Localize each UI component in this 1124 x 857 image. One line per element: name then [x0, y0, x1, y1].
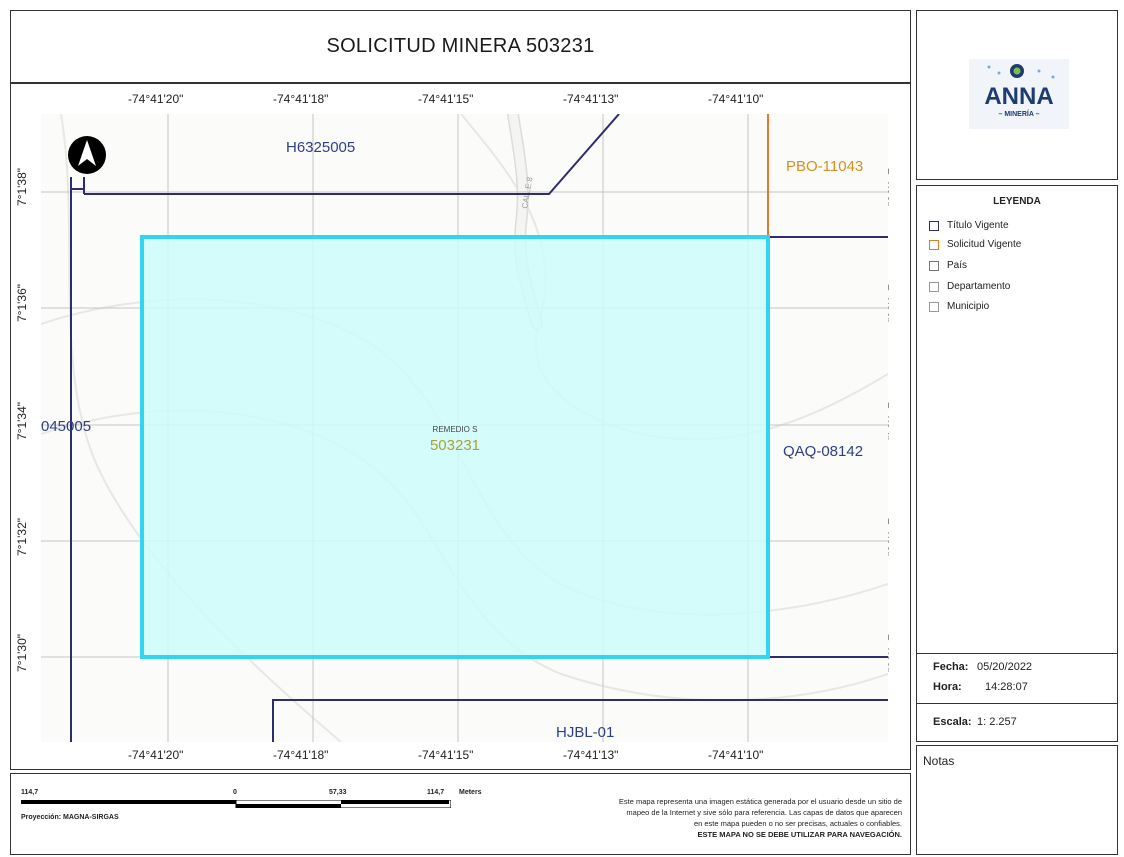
scale-zero-label: 0	[233, 789, 237, 796]
legend-box: LEYENDA Título Vigente Solicitud Vigente…	[916, 185, 1118, 742]
coord-left-1: 7°1'38"	[15, 167, 30, 207]
escala-label: Escala:	[933, 716, 972, 728]
hora-value: 14:28:07	[985, 681, 1028, 693]
coord-bottom-2: -74°41'18"	[273, 748, 329, 762]
disclaimer-line-3: en este mapa pueden o no ser precisas, a…	[693, 819, 902, 828]
disclaimer-line-2: mapeo de la Internet y sive sólo para re…	[626, 808, 902, 817]
coord-top-3: -74°41'15"	[418, 92, 474, 106]
legend-item-municipio: Municipio	[929, 301, 989, 312]
legend-label: Título Vigente	[947, 220, 1009, 231]
coord-bottom-5: -74°41'10"	[708, 748, 764, 762]
coord-left-2: 7°1'36"	[15, 283, 30, 323]
notes-label: Notas	[923, 754, 955, 768]
hora-row: Hora: 14:28:07	[933, 681, 1028, 693]
legend-swatch	[929, 239, 939, 250]
label-qaq-08142: QAQ-08142	[783, 443, 863, 460]
legend-item-solicitud-vigente: Solicitud Vigente	[929, 239, 1021, 250]
label-pbo-11043: PBO-11043	[786, 158, 863, 175]
label-hjbl-01: HJBL-01	[556, 724, 614, 741]
map-title: SOLICITUD MINERA 503231	[326, 35, 595, 57]
legend-swatch	[929, 220, 939, 231]
coord-left-5: 7°1'30"	[15, 633, 30, 673]
anna-mineria-logo: ANNA – MINERÍA –	[969, 59, 1069, 129]
fecha-value: 05/20/2022	[977, 661, 1033, 673]
legend-swatch	[929, 260, 939, 271]
scale-right-label: 114,7	[427, 789, 445, 796]
escala-value: 1: 2.257	[977, 716, 1017, 728]
legend-label: País	[947, 260, 968, 271]
titulo-vigente-lines	[70, 114, 888, 742]
hora-label: Hora:	[933, 681, 962, 693]
coord-bottom-4: -74°41'13"	[563, 748, 619, 762]
label-remedios: REMEDIO S	[433, 425, 478, 434]
coord-top-4: -74°41'13"	[563, 92, 619, 106]
fecha-label: Fecha:	[933, 661, 969, 673]
coord-top-5: -74°41'10"	[708, 92, 764, 106]
title-box: SOLICITUD MINERA 503231	[10, 10, 911, 83]
legend-label: Municipio	[947, 301, 990, 312]
disclaimer-line-1: Este mapa representa una imagen estática…	[618, 797, 902, 806]
disclaimer-line-4: ESTE MAPA NO SE DEBE UTILIZAR PARA NAVEG…	[697, 830, 902, 839]
legend-swatch	[929, 301, 939, 312]
coord-top-1: -74°41'20"	[128, 92, 184, 106]
label-h6325005: H6325005	[286, 139, 355, 156]
legend-separator-2	[917, 703, 1117, 704]
footer-box: 114,7 0 57,33 114,7 Meters Proyección: M…	[10, 773, 911, 855]
notes-box: Notas	[916, 745, 1118, 855]
coord-top-2: -74°41'18"	[273, 92, 329, 106]
legend-item-titulo-vigente: Título Vigente	[929, 220, 1009, 231]
logo-sub: – MINERÍA –	[999, 109, 1040, 118]
legend-item-pais: País	[929, 260, 967, 271]
solicitud-polygon-503231[interactable]	[140, 235, 770, 659]
coord-left-3: 7°1'34"	[15, 401, 30, 441]
legend-swatch	[929, 281, 939, 292]
scale-unit-label: Meters	[459, 789, 482, 796]
legend-separator	[917, 653, 1117, 654]
legend-label: Departamento	[947, 281, 1011, 292]
label-045005: 045005	[41, 418, 91, 435]
legend-title: LEYENDA	[993, 196, 1041, 207]
coord-left-4: 7°1'32"	[15, 517, 30, 557]
north-arrow-icon	[68, 136, 106, 174]
legend-label: Solicitud Vigente	[947, 239, 1022, 250]
logo-box: ANNA – MINERÍA –	[916, 10, 1118, 180]
coord-bottom-1: -74°41'20"	[128, 748, 184, 762]
projection-label: Proyección: MAGNA-SIRGAS	[21, 814, 119, 821]
coord-bottom-3: -74°41'15"	[418, 748, 474, 762]
escala-row: Escala: 1: 2.257	[933, 716, 1017, 728]
map-canvas[interactable]: CALLE 8	[41, 114, 888, 742]
label-503231: 503231	[430, 437, 480, 454]
logo-brand: ANNA	[984, 83, 1053, 110]
scale-mid-label: 57,33	[329, 789, 347, 796]
disclaimer: Este mapa representa una imagen estática…	[522, 796, 902, 840]
map-frame: -74°41'20" -74°41'18" -74°41'15" -74°41'…	[10, 83, 911, 770]
scale-bar	[21, 800, 451, 808]
legend-item-departamento: Departamento	[929, 281, 1010, 292]
fecha-row: Fecha: 05/20/2022	[933, 661, 1032, 673]
scale-left-label: 114,7	[21, 789, 39, 796]
